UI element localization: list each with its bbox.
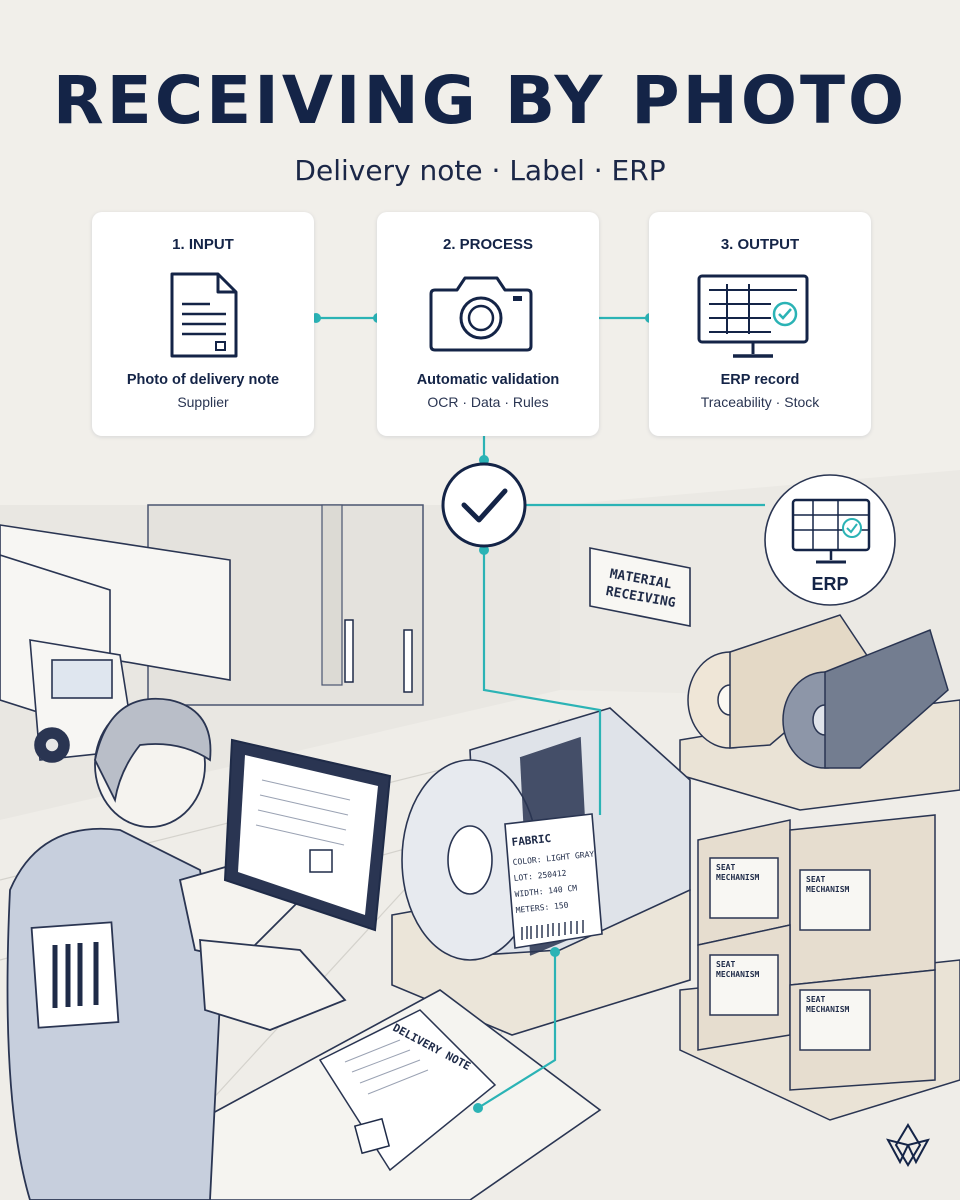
bollard [403, 629, 413, 693]
step-number: 3. OUTPUT [720, 236, 800, 253]
barcode-icon [521, 920, 584, 940]
step-detail: OCR · Data · Rules [427, 394, 549, 410]
monitor-table-check-icon [697, 274, 809, 358]
step-detail: Supplier [177, 394, 229, 410]
camera-icon [429, 276, 533, 352]
flower-logo-icon [886, 1123, 930, 1167]
box-label-text-2: MECHANISM [716, 873, 760, 882]
step-card-output: 3. OUTPUT ERP record Traceability · Stoc… [649, 212, 871, 436]
step-card-input: 1. INPUT Photo of delivery note Supplier [92, 212, 314, 436]
step-detail: Traceability · Stock [700, 394, 820, 410]
fabric-label-tag: FABRIC COLOR: LIGHT GRAY LOT: 250412 WID… [504, 813, 603, 949]
box-label-text-5: SEAT [716, 960, 735, 969]
step-name: Automatic validation [416, 372, 560, 388]
page-title: RECEIVING BY PHOTO [52, 62, 908, 139]
step-card-process: 2. PROCESS Automatic validation OCR · Da… [377, 212, 599, 436]
qr-code-icon [353, 1117, 391, 1155]
monitor-table-check-icon [791, 498, 871, 564]
box-label-text-3: SEAT [806, 875, 825, 884]
truck [0, 524, 231, 763]
fabric-rolls-right [679, 614, 960, 811]
page-subtitle: Delivery note · Label · ERP [294, 154, 666, 187]
barcode-badge [30, 921, 120, 1029]
box-label-text-7: SEAT [806, 995, 825, 1004]
checkmark-icon [441, 462, 527, 548]
fabric-label-title: FABRIC [511, 832, 552, 849]
box-label [709, 857, 779, 919]
step-name: Photo of delivery note [126, 372, 280, 388]
box-label-text-6: MECHANISM [716, 970, 760, 979]
box-label [799, 869, 871, 931]
qr-code-icon [309, 849, 333, 873]
erp-badge-label: ERP [811, 574, 848, 594]
worker [6, 697, 347, 1200]
box-label [799, 989, 871, 1051]
seat-mechanism-boxes [679, 814, 960, 1121]
bollard [344, 619, 354, 683]
box-label-text-4: MECHANISM [806, 885, 850, 894]
material-receiving-sign: MATERIAL RECEIVING [589, 547, 691, 627]
box-label [709, 954, 779, 1016]
step-name: ERP record [720, 372, 800, 388]
erp-badge: ERP [764, 474, 896, 606]
delivery-note-paper: DELIVERY NOTE [318, 1009, 497, 1172]
step-number: 1. INPUT [172, 236, 234, 253]
delivery-note-lines [344, 1039, 429, 1095]
tablet [223, 738, 392, 932]
step-number: 2. PROCESS [442, 236, 534, 253]
box-label-text-8: MECHANISM [806, 1005, 850, 1014]
box-label-text-1: SEAT [716, 863, 735, 872]
document-icon [170, 272, 238, 358]
connector-lines [316, 316, 765, 1109]
